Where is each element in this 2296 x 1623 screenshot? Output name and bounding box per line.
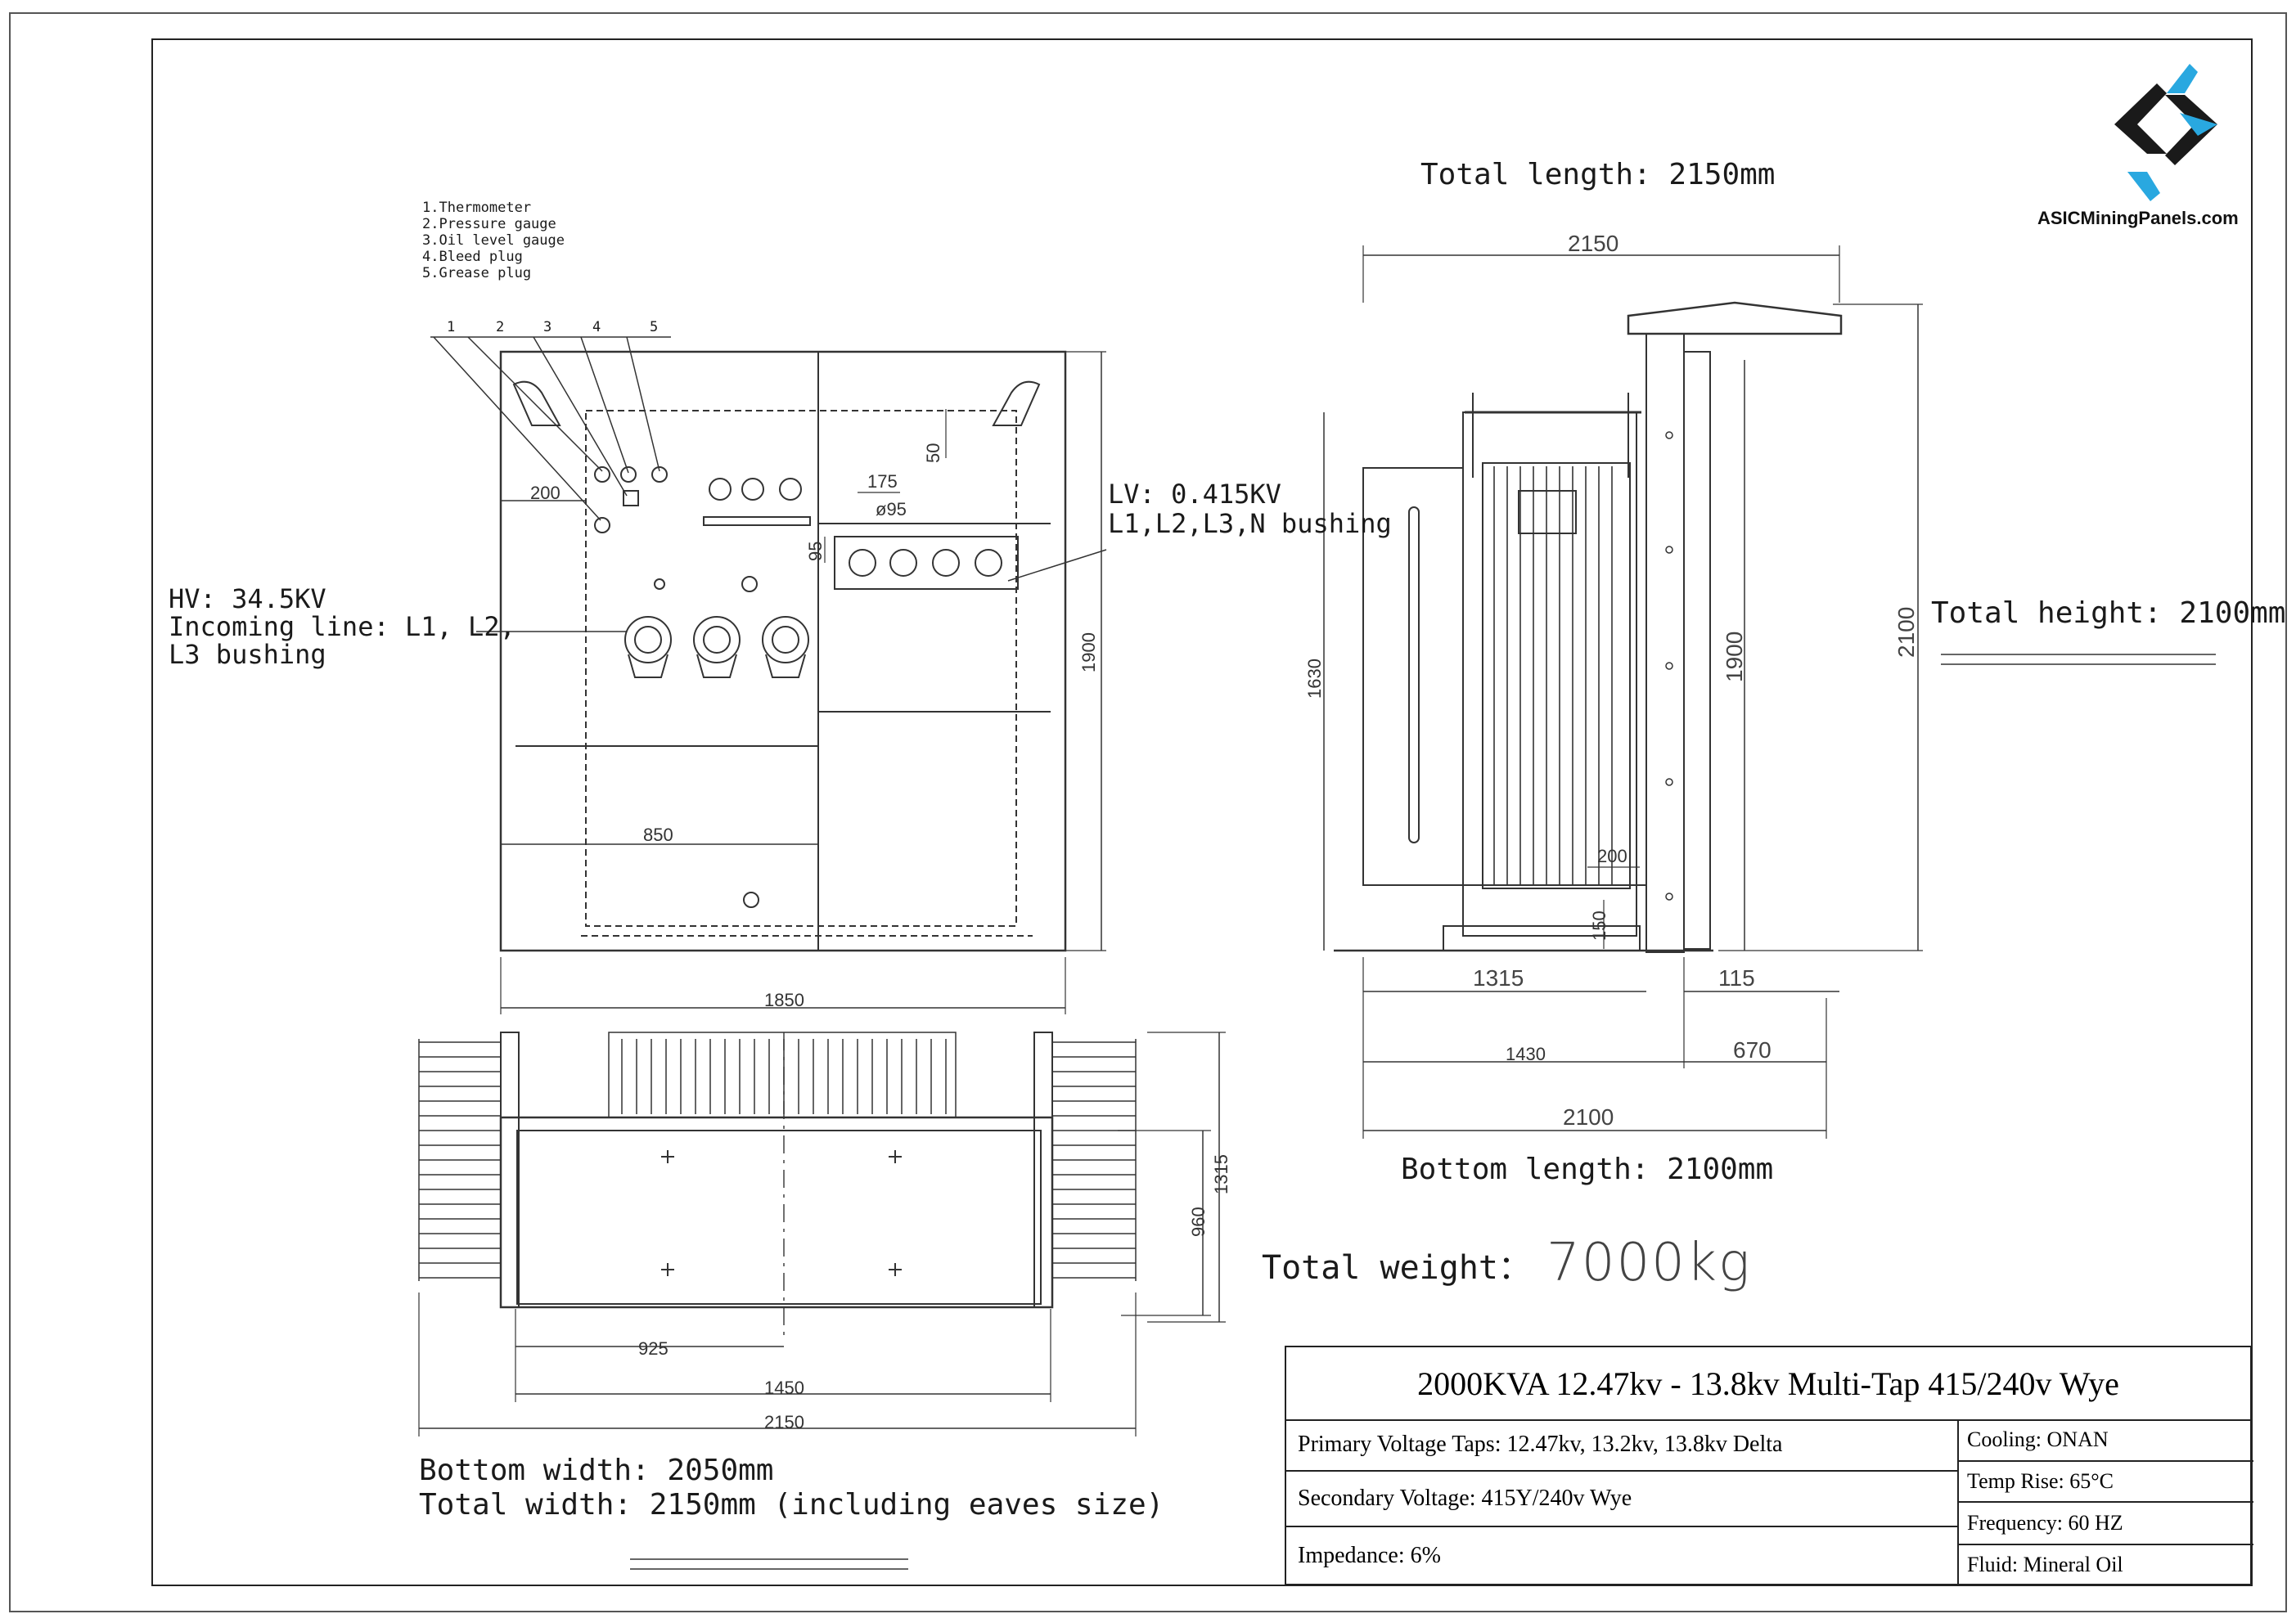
dim-1430: 1430 xyxy=(1506,1044,1546,1064)
dim-175: 175 xyxy=(867,471,898,492)
title-block-heading: 2000KVA 12.47kv - 13.8kv Multi-Tap 415/2… xyxy=(1286,1347,2250,1421)
dim-2150-plan: 2150 xyxy=(764,1412,804,1432)
lv-label-line-1: LV: 0.415KV xyxy=(1108,479,1281,510)
cooling-cell: Cooling: ONAN xyxy=(1959,1419,2253,1462)
title-block-specs: Cooling: ONAN Temp Rise: 65°C Frequency:… xyxy=(1957,1419,2253,1584)
dim-1630: 1630 xyxy=(1304,659,1325,699)
dim-1315-side: 1315 xyxy=(1473,965,1524,991)
inner-frame xyxy=(151,38,2253,1586)
dim-1900-front: 1900 xyxy=(1078,632,1099,672)
outer-frame xyxy=(9,12,2287,1612)
frequency-cell: Frequency: 60 HZ xyxy=(1959,1503,2253,1545)
fluid-cell: Fluid: Mineral Oil xyxy=(1967,1552,2123,1576)
total-weight-label: Total weight： xyxy=(1262,1249,1531,1287)
total-height-label: Total height: 2100mm xyxy=(1931,596,2286,630)
callout-1: 1 xyxy=(447,319,456,335)
bottom-width-label: Bottom width: 2050mm xyxy=(419,1454,774,1487)
front-view-outline xyxy=(499,350,1067,952)
total-length-label: Total length: 2150mm xyxy=(1420,158,1776,191)
dim-95: 95 xyxy=(805,541,826,561)
hv-label-line-3: L3 bushing xyxy=(169,639,326,670)
callout-5: 5 xyxy=(650,319,659,335)
legend-item: 5.Grease plug xyxy=(422,265,532,281)
dim-1315-plan: 1315 xyxy=(1211,1154,1231,1194)
callout-4: 4 xyxy=(592,319,601,335)
impedance-row: Impedance: 6% xyxy=(1298,1542,1441,1568)
secondary-voltage-row: Secondary Voltage: 415Y/240v Wye xyxy=(1286,1472,1957,1527)
hv-label-line-1: HV: 34.5KV xyxy=(169,583,326,614)
legend-item: 2.Pressure gauge xyxy=(422,216,556,232)
tank-outline xyxy=(585,410,1017,927)
dim-1450: 1450 xyxy=(764,1378,804,1398)
dim-2100-horizontal: 2100 xyxy=(1563,1104,1614,1130)
dim-200: 200 xyxy=(530,483,560,503)
legend-item: 1.Thermometer xyxy=(422,200,532,216)
dim-850: 850 xyxy=(643,825,673,845)
logo-text: ASICMiningPanels.com xyxy=(2037,208,2239,228)
total-width-label: Total width: 2150mm (including eaves siz… xyxy=(419,1488,1164,1522)
dim-1900-side: 1900 xyxy=(1722,631,1747,682)
dim-115: 115 xyxy=(1718,965,1755,991)
plan-view xyxy=(418,1032,1226,1570)
temp-rise-cell: Temp Rise: 65°C xyxy=(1959,1462,2253,1503)
logo-mark xyxy=(2114,64,2217,201)
callout-2: 2 xyxy=(496,319,505,335)
title-block: 2000KVA 12.47kv - 13.8kv Multi-Tap 415/2… xyxy=(1285,1346,2253,1585)
dim-670: 670 xyxy=(1733,1037,1772,1063)
dim-2100-vertical: 2100 xyxy=(1893,606,1919,658)
total-weight-value: 7000kg xyxy=(1546,1233,1752,1293)
dim-960: 960 xyxy=(1188,1207,1209,1237)
dim-50: 50 xyxy=(923,443,943,463)
primary-voltage-row: Primary Voltage Taps: 12.47kv, 13.2kv, 1… xyxy=(1286,1419,1957,1472)
legend-item: 4.Bleed plug xyxy=(422,249,523,265)
dim-2150-side: 2150 xyxy=(1568,231,1619,256)
dim-dia-95: ø95 xyxy=(876,499,907,519)
dim-150: 150 xyxy=(1589,910,1609,941)
bottom-length-label: Bottom length: 2100mm xyxy=(1401,1153,1774,1186)
callout-3: 3 xyxy=(543,319,552,335)
dim-925: 925 xyxy=(638,1338,669,1359)
dim-1850: 1850 xyxy=(764,990,804,1010)
hv-label-line-2: Incoming line: L1, L2, xyxy=(169,611,515,642)
front-view xyxy=(430,336,1107,1014)
dim-200-side: 200 xyxy=(1597,846,1627,866)
legend-item: 3.Oil level gauge xyxy=(422,232,565,249)
side-view xyxy=(1323,245,2216,1139)
lv-label-line-2: L1,L2,L3,N bushing xyxy=(1108,508,1392,539)
